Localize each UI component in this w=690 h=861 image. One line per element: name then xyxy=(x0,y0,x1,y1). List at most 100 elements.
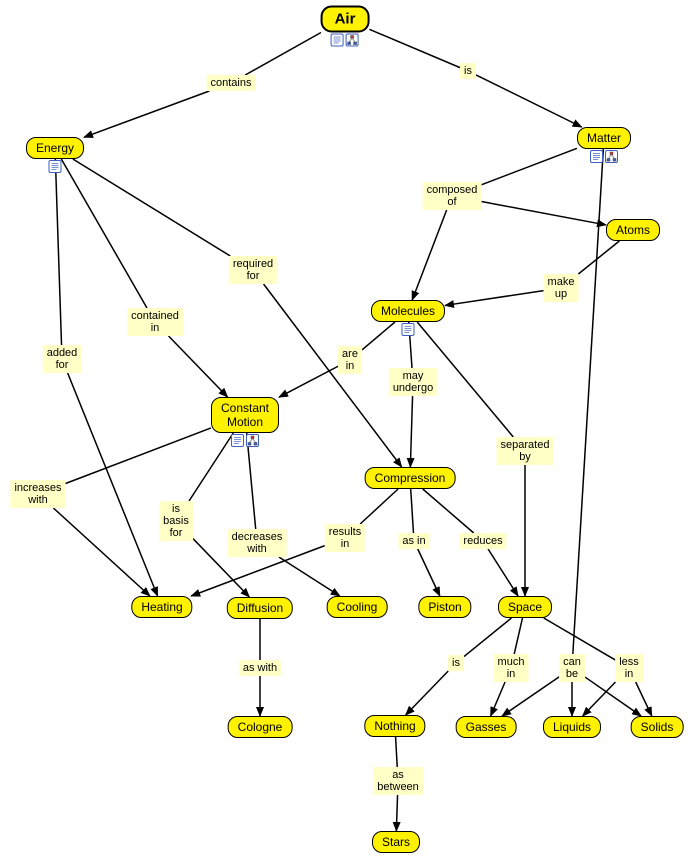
connection-line xyxy=(475,74,583,128)
connection-line xyxy=(501,676,560,717)
connection-line xyxy=(188,432,234,502)
concept-node-air[interactable]: Air xyxy=(320,5,370,47)
concept-node-space[interactable]: Space xyxy=(497,596,553,618)
link-label-is-nothing[interactable]: is xyxy=(448,655,464,671)
connection-line xyxy=(168,335,229,398)
concept-map-icon[interactable] xyxy=(346,33,359,47)
document-icon[interactable] xyxy=(331,33,344,47)
concept-node-label: Energy xyxy=(25,137,85,159)
concept-map-icon[interactable] xyxy=(246,434,259,447)
connection-line xyxy=(634,681,653,717)
connection-line xyxy=(487,548,519,597)
document-icon[interactable] xyxy=(48,160,62,173)
link-label-contains[interactable]: contains xyxy=(206,75,256,91)
concept-node-heating[interactable]: Heating xyxy=(131,596,193,618)
connection-line xyxy=(409,488,415,534)
link-label-as-with[interactable]: as with xyxy=(238,660,282,676)
concept-node-label: Nothing xyxy=(364,715,426,737)
connection-line xyxy=(406,395,415,468)
connection-line xyxy=(83,90,210,138)
resource-icon-row xyxy=(589,150,618,163)
document-icon[interactable] xyxy=(231,434,244,447)
connection-line xyxy=(513,617,524,655)
connection-line xyxy=(581,681,617,717)
concept-node-label: Heating xyxy=(131,596,193,618)
connection-line xyxy=(52,507,151,597)
concept-node-solids[interactable]: Solids xyxy=(630,716,684,738)
concept-node-diffusion[interactable]: Diffusion xyxy=(226,597,294,619)
connection-line xyxy=(543,617,616,661)
connection-line xyxy=(369,28,461,69)
concept-node-label: Liquids xyxy=(542,716,602,738)
connection-line xyxy=(422,488,475,534)
connection-line xyxy=(278,556,341,597)
connection-line xyxy=(394,736,398,768)
connection-line xyxy=(416,321,514,438)
concept-node-energy[interactable]: Energy xyxy=(25,137,85,173)
link-label-is-matter[interactable]: is xyxy=(460,63,476,79)
connection-line xyxy=(463,617,512,658)
concept-node-label: Molecules xyxy=(370,300,446,322)
connection-line xyxy=(190,544,326,597)
connection-line xyxy=(577,240,620,275)
connection-line xyxy=(481,200,607,228)
concept-node-stars[interactable]: Stars xyxy=(371,831,421,853)
concept-node-cologne[interactable]: Cologne xyxy=(227,716,293,738)
link-label-as-in[interactable]: as in xyxy=(398,533,430,549)
connection-line xyxy=(262,283,403,468)
concept-node-label: Space xyxy=(497,596,553,618)
connection-line xyxy=(361,321,396,351)
concept-node-gasses[interactable]: Gasses xyxy=(455,716,517,738)
concept-node-nothing[interactable]: Nothing xyxy=(364,715,426,737)
resource-icon-row xyxy=(401,323,415,336)
concept-node-label: Solids xyxy=(630,716,684,738)
concept-node-matter[interactable]: Matter xyxy=(576,127,632,163)
concept-node-label: Cologne xyxy=(227,716,293,738)
document-icon[interactable] xyxy=(589,150,603,163)
document-icon[interactable] xyxy=(401,323,415,336)
connection-line xyxy=(489,681,506,717)
link-label-reduces[interactable]: reduces xyxy=(459,533,507,549)
concept-node-label: Stars xyxy=(371,831,421,853)
connection-line xyxy=(244,31,322,76)
connection-line xyxy=(192,537,251,598)
concept-node-liquids[interactable]: Liquids xyxy=(542,716,602,738)
concept-node-piston[interactable]: Piston xyxy=(418,596,472,618)
concept-node-label: Piston xyxy=(418,596,472,618)
connection-line xyxy=(392,794,401,832)
connection-line xyxy=(404,670,449,716)
connection-line xyxy=(481,147,578,186)
connection-line xyxy=(66,372,159,597)
connection-line xyxy=(359,488,399,525)
concept-map-icon[interactable] xyxy=(604,150,618,163)
concept-node-molecules[interactable]: Molecules xyxy=(370,300,446,336)
connection-line xyxy=(278,365,339,398)
concept-node-atoms[interactable]: Atoms xyxy=(605,219,661,241)
concept-node-cooling[interactable]: Cooling xyxy=(326,596,388,618)
connection-line xyxy=(444,289,544,309)
concept-node-compression[interactable]: Compression xyxy=(364,467,456,489)
connection-line xyxy=(54,158,63,346)
connection-line xyxy=(245,432,257,530)
concept-node-label: Gasses xyxy=(455,716,517,738)
